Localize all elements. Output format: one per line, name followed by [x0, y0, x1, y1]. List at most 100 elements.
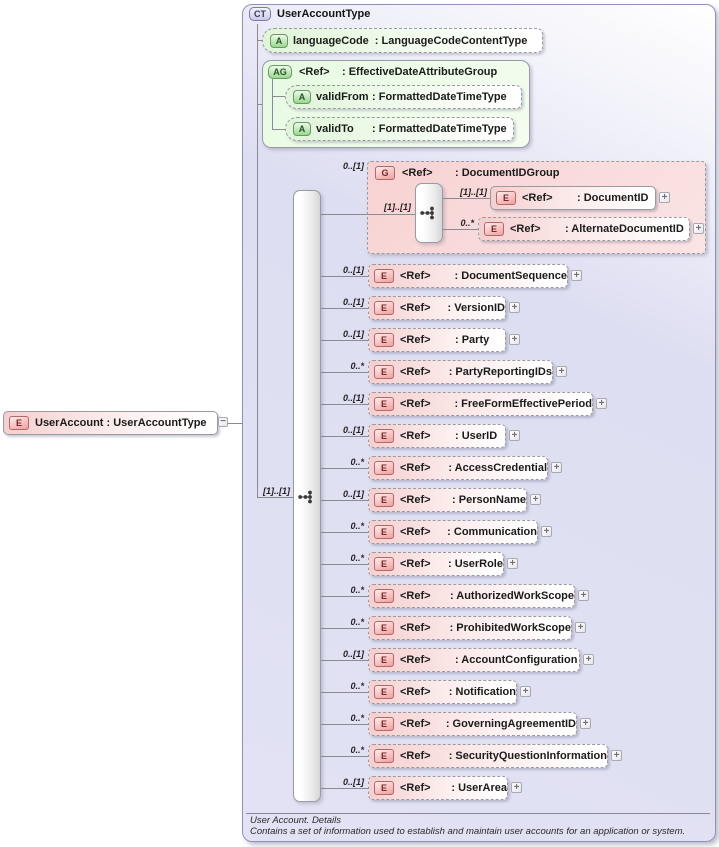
element-authorizedworkscope[interactable]: E <Ref> : AuthorizedWorkScope: [368, 584, 575, 608]
element-freeformeffectiveperiod[interactable]: E <Ref> : FreeFormEffectivePeriod: [368, 392, 593, 416]
expand-userid-button[interactable]: +: [509, 430, 520, 441]
element-badge-icon: E: [374, 653, 394, 667]
expand-alternatedocumentid-button[interactable]: +: [693, 223, 704, 234]
attribute-type: : LanguageCodeContentType: [374, 34, 528, 47]
element-type: : AlternateDocumentID: [565, 223, 684, 235]
element-personname[interactable]: E <Ref> : PersonName: [368, 488, 527, 512]
connector: [321, 308, 369, 309]
element-userid[interactable]: E <Ref> : UserID: [368, 424, 506, 448]
cardinality-label: [1]..[1]: [384, 202, 411, 212]
element-ref: <Ref>: [400, 750, 431, 762]
cardinality-label: 0..*: [350, 713, 364, 723]
element-ref: <Ref>: [400, 782, 431, 794]
connector: [257, 104, 262, 105]
root-element-label: UserAccount : UserAccountType: [35, 417, 207, 429]
attribute-validfrom[interactable]: A validFrom : FormattedDateTimeType: [285, 85, 522, 109]
element-userarea[interactable]: E <Ref> : UserArea: [368, 776, 508, 800]
connector: [272, 96, 285, 97]
element-communication[interactable]: E <Ref> : Communication: [368, 520, 538, 544]
element-ref: <Ref>: [400, 366, 431, 378]
element-userrole[interactable]: E <Ref> : UserRole: [368, 552, 504, 576]
connector: [272, 129, 285, 130]
complex-type-badge-icon: CT: [249, 7, 271, 21]
element-ref: <Ref>: [400, 270, 431, 282]
sequence-icon: [419, 205, 439, 226]
element-type: : UserID: [455, 430, 498, 442]
element-documentsequence[interactable]: E <Ref> : DocumentSequence: [368, 264, 568, 288]
element-ref: <Ref>: [400, 558, 431, 570]
expand-freeformeffectiveperiod-button[interactable]: +: [596, 398, 607, 409]
cardinality-label: 0..[1]: [342, 649, 364, 659]
complex-type-header[interactable]: CT UserAccountType: [249, 7, 370, 21]
expand-party-button[interactable]: +: [509, 334, 520, 345]
element-badge-icon: E: [374, 493, 394, 507]
expand-personname-button[interactable]: +: [530, 494, 541, 505]
expand-documentsequence-button[interactable]: +: [571, 270, 582, 281]
element-party[interactable]: E <Ref> : Party: [368, 328, 506, 352]
cardinality-label: 0..[1]: [342, 329, 364, 339]
attribute-badge-icon: A: [293, 122, 311, 136]
expand-authorizedworkscope-button[interactable]: +: [578, 590, 589, 601]
expand-governingagreementid-button[interactable]: +: [580, 718, 591, 729]
element-ref: <Ref>: [400, 302, 431, 314]
expand-versionid-button[interactable]: +: [509, 302, 520, 313]
element-securityquestioninformation[interactable]: E <Ref> : SecurityQuestionInformation: [368, 744, 608, 768]
attribute-languagecode[interactable]: A languageCode : LanguageCodeContentType: [262, 28, 543, 53]
cardinality-label: 0..[1]: [342, 161, 364, 171]
element-notification[interactable]: E <Ref> : Notification: [368, 680, 517, 704]
element-badge-icon: E: [484, 222, 504, 236]
connector: [257, 40, 262, 41]
element-badge-icon: E: [374, 557, 394, 571]
cardinality-label: 0..[1]: [342, 393, 364, 403]
root-element-useraccount[interactable]: E UserAccount : UserAccountType: [3, 411, 218, 435]
cardinality-label: 0..*: [350, 553, 364, 563]
element-badge-icon: E: [374, 461, 394, 475]
connector: [321, 436, 369, 437]
attribute-name: languageCode: [293, 34, 369, 47]
element-badge-icon: E: [374, 333, 394, 347]
connector: [321, 500, 369, 501]
element-type: : SecurityQuestionInformation: [448, 750, 607, 762]
expand-notification-button[interactable]: +: [520, 686, 531, 697]
connector: [321, 724, 369, 725]
attribute-group-type: : EffectiveDateAttributeGroup: [342, 66, 498, 78]
sequence-indicator-main: [293, 190, 321, 802]
expand-accesscredential-button[interactable]: +: [551, 462, 562, 473]
element-ref: <Ref>: [400, 654, 431, 666]
element-ref: <Ref>: [400, 718, 431, 730]
annotation-title: User Account. Details: [250, 815, 341, 826]
element-accesscredential[interactable]: E <Ref> : AccessCredential: [368, 456, 548, 480]
connector: [321, 596, 369, 597]
element-prohibitedworkscope[interactable]: E <Ref> : ProhibitedWorkScope: [368, 616, 572, 640]
element-partyreportingids[interactable]: E <Ref> : PartyReportingIDs: [368, 360, 553, 384]
connector: [321, 532, 369, 533]
element-ref: <Ref>: [400, 526, 431, 538]
expand-prohibitedworkscope-button[interactable]: +: [575, 622, 586, 633]
attribute-badge-icon: A: [293, 90, 311, 104]
element-documentid[interactable]: E <Ref> : DocumentID: [490, 186, 656, 210]
collapse-button[interactable]: −: [218, 417, 228, 427]
element-ref: <Ref>: [522, 192, 553, 204]
element-type: : FreeFormEffectivePeriod: [454, 398, 592, 410]
element-badge-icon: E: [374, 301, 394, 315]
attribute-group-header: AG <Ref> : EffectiveDateAttributeGroup: [268, 63, 497, 81]
element-accountconfiguration[interactable]: E <Ref> : AccountConfiguration: [368, 648, 580, 672]
element-versionid[interactable]: E <Ref> : VersionID: [368, 296, 506, 320]
attribute-name: validFrom: [316, 91, 369, 103]
element-alternatedocumentid[interactable]: E <Ref> : AlternateDocumentID: [478, 217, 690, 241]
expand-communication-button[interactable]: +: [541, 526, 552, 537]
expand-documentid-button[interactable]: +: [659, 192, 670, 203]
expand-userarea-button[interactable]: +: [511, 782, 522, 793]
element-governingagreementid[interactable]: E <Ref> : GoverningAgreementID: [368, 712, 577, 736]
cardinality-label: [1]..[1]: [263, 486, 290, 496]
connector: [321, 564, 369, 565]
element-ref: <Ref>: [400, 430, 431, 442]
element-badge-icon: E: [496, 191, 516, 205]
expand-securityquestioninformation-button[interactable]: +: [611, 750, 622, 761]
expand-partyreportingids-button[interactable]: +: [556, 366, 567, 377]
expand-userrole-button[interactable]: +: [507, 558, 518, 569]
expand-accountconfiguration-button[interactable]: +: [583, 654, 594, 665]
connector: [321, 756, 369, 757]
attribute-validto[interactable]: A validTo : FormattedDateTimeType: [285, 117, 514, 141]
